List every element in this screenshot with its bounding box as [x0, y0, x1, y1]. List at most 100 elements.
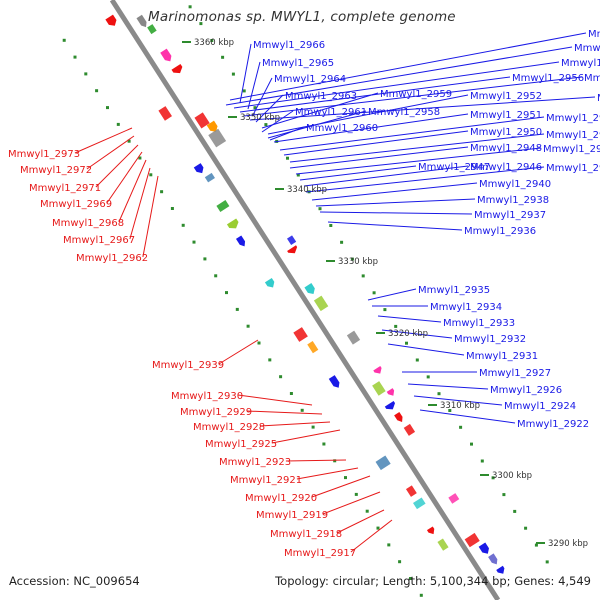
- guide-dot: [459, 425, 463, 429]
- guide-dot: [361, 274, 365, 278]
- guide-dot: [268, 358, 272, 362]
- guide-dot: [502, 493, 506, 497]
- gene-feature: [304, 282, 315, 294]
- guide-dot: [160, 190, 164, 194]
- label-leader: [381, 329, 453, 339]
- gene-feature: [264, 277, 275, 288]
- gene-label-left: Mmwyl1_2921: [230, 475, 302, 486]
- gene-label-right: Mmwyl1_2936: [464, 226, 536, 237]
- gene-block: [405, 485, 417, 497]
- gene-label-right: Mmwyl1_2963: [285, 91, 357, 102]
- guide-dot: [383, 308, 387, 312]
- label-leader: [269, 126, 305, 141]
- guide-dot: [470, 442, 473, 446]
- label-leader: [350, 519, 393, 553]
- gene-arrow: [235, 235, 246, 247]
- label-leader: [239, 43, 252, 104]
- gene-block: [194, 112, 210, 129]
- guide-dot: [188, 5, 192, 9]
- gene-feature: [386, 388, 395, 396]
- tick-label: 3310 kbp: [440, 401, 480, 411]
- gene-label-left: Mmwyl1_2920: [245, 493, 317, 504]
- gene-block: [216, 200, 230, 212]
- gene-label-right: Mmwyl1_2947: [418, 162, 490, 173]
- gene-label-right: Mmwyl1_2951: [470, 110, 542, 121]
- gene-label-right: Mmwyl1_2949: [584, 73, 600, 84]
- gene-label-right: Mmwyl1_2965: [262, 58, 334, 69]
- label-leader: [322, 491, 381, 515]
- gene-feature: [372, 381, 386, 396]
- gene-feature: [405, 485, 417, 497]
- guide-dot: [340, 240, 344, 244]
- guide-dot: [376, 526, 380, 530]
- guide-dot: [350, 257, 354, 261]
- label-leader: [74, 127, 133, 154]
- gene-arrow: [226, 218, 239, 229]
- gene-feature: [204, 172, 215, 183]
- gene-feature: [171, 63, 183, 74]
- gene-label-right: Mmwyl1_2932: [454, 334, 526, 345]
- gene-feature: [287, 235, 297, 246]
- gene-feature: [105, 14, 117, 26]
- guide-dot: [116, 122, 120, 126]
- gene-feature: [394, 411, 403, 422]
- gene-feature: [136, 14, 147, 28]
- gene-block: [204, 172, 215, 183]
- gene-label-left: Mmwyl1_2923: [219, 457, 291, 468]
- guide-dot: [300, 408, 304, 412]
- gene-arrow: [264, 277, 275, 288]
- gene-label-left: Mmwyl1_2972: [20, 165, 92, 176]
- gene-feature: [147, 24, 157, 35]
- guide-dot: [95, 89, 99, 93]
- gene-label-right: Mmwyl1_2944: [546, 113, 600, 124]
- guide-dot: [365, 509, 369, 513]
- label-leader: [419, 409, 516, 424]
- label-leader: [118, 159, 147, 223]
- gene-label-right: Mmwyl1_2952: [470, 91, 542, 102]
- gene-block: [375, 455, 391, 471]
- gene-label-right: Mmwyl1_2961: [295, 107, 367, 118]
- guide-dot: [181, 223, 185, 227]
- guide-dot: [192, 240, 196, 244]
- gene-feature: [488, 553, 498, 565]
- guide-dot: [426, 375, 430, 379]
- guide-dot: [333, 459, 337, 463]
- gene-label-left: Mmwyl1_2918: [270, 529, 342, 540]
- tick-label: 3330 kbp: [338, 257, 378, 267]
- gene-label-left: Mmwyl1_2967: [63, 235, 135, 246]
- gene-feature: [373, 365, 382, 374]
- guide-dot: [221, 55, 225, 59]
- guide-dot: [279, 375, 283, 379]
- gene-label-right: Mmwyl1_2942: [543, 144, 600, 155]
- tick-label: 3300 kbp: [492, 471, 532, 481]
- gene-feature: [464, 532, 480, 548]
- label-leader: [225, 46, 573, 106]
- gene-feature: [160, 48, 172, 62]
- gene-block: [147, 24, 157, 35]
- gene-block: [158, 106, 172, 121]
- gene-label-right: Mmwyl1_2964: [274, 74, 346, 85]
- label-leader: [319, 211, 473, 215]
- label-leader: [106, 151, 143, 204]
- guide-dot: [372, 291, 376, 295]
- gene-feature: [313, 295, 329, 312]
- guide-dot: [62, 38, 66, 42]
- gene-feature: [226, 218, 239, 229]
- gene-label-right: Mmwyl1_2950: [470, 127, 542, 138]
- guide-dot: [264, 123, 268, 127]
- label-leader: [315, 198, 476, 207]
- gene-arrow: [394, 411, 403, 422]
- label-leader: [387, 343, 465, 356]
- gene-label-left: Mmwyl1_2962: [76, 253, 148, 264]
- guide-dot: [354, 492, 358, 496]
- gene-label-right: Mmwyl1_2959: [380, 89, 452, 100]
- label-leader: [261, 110, 294, 133]
- gene-label-right: Mmwyl1_2946: [470, 162, 542, 173]
- gene-label-left: Mmwyl1_2968: [52, 218, 124, 229]
- tick-label: 3320 kbp: [388, 329, 428, 339]
- guide-dot: [322, 442, 326, 446]
- gene-label-left: Mmwyl1_2971: [29, 183, 101, 194]
- gene-block: [464, 532, 480, 548]
- gene-feature: [287, 245, 298, 254]
- guide-dot: [149, 173, 153, 177]
